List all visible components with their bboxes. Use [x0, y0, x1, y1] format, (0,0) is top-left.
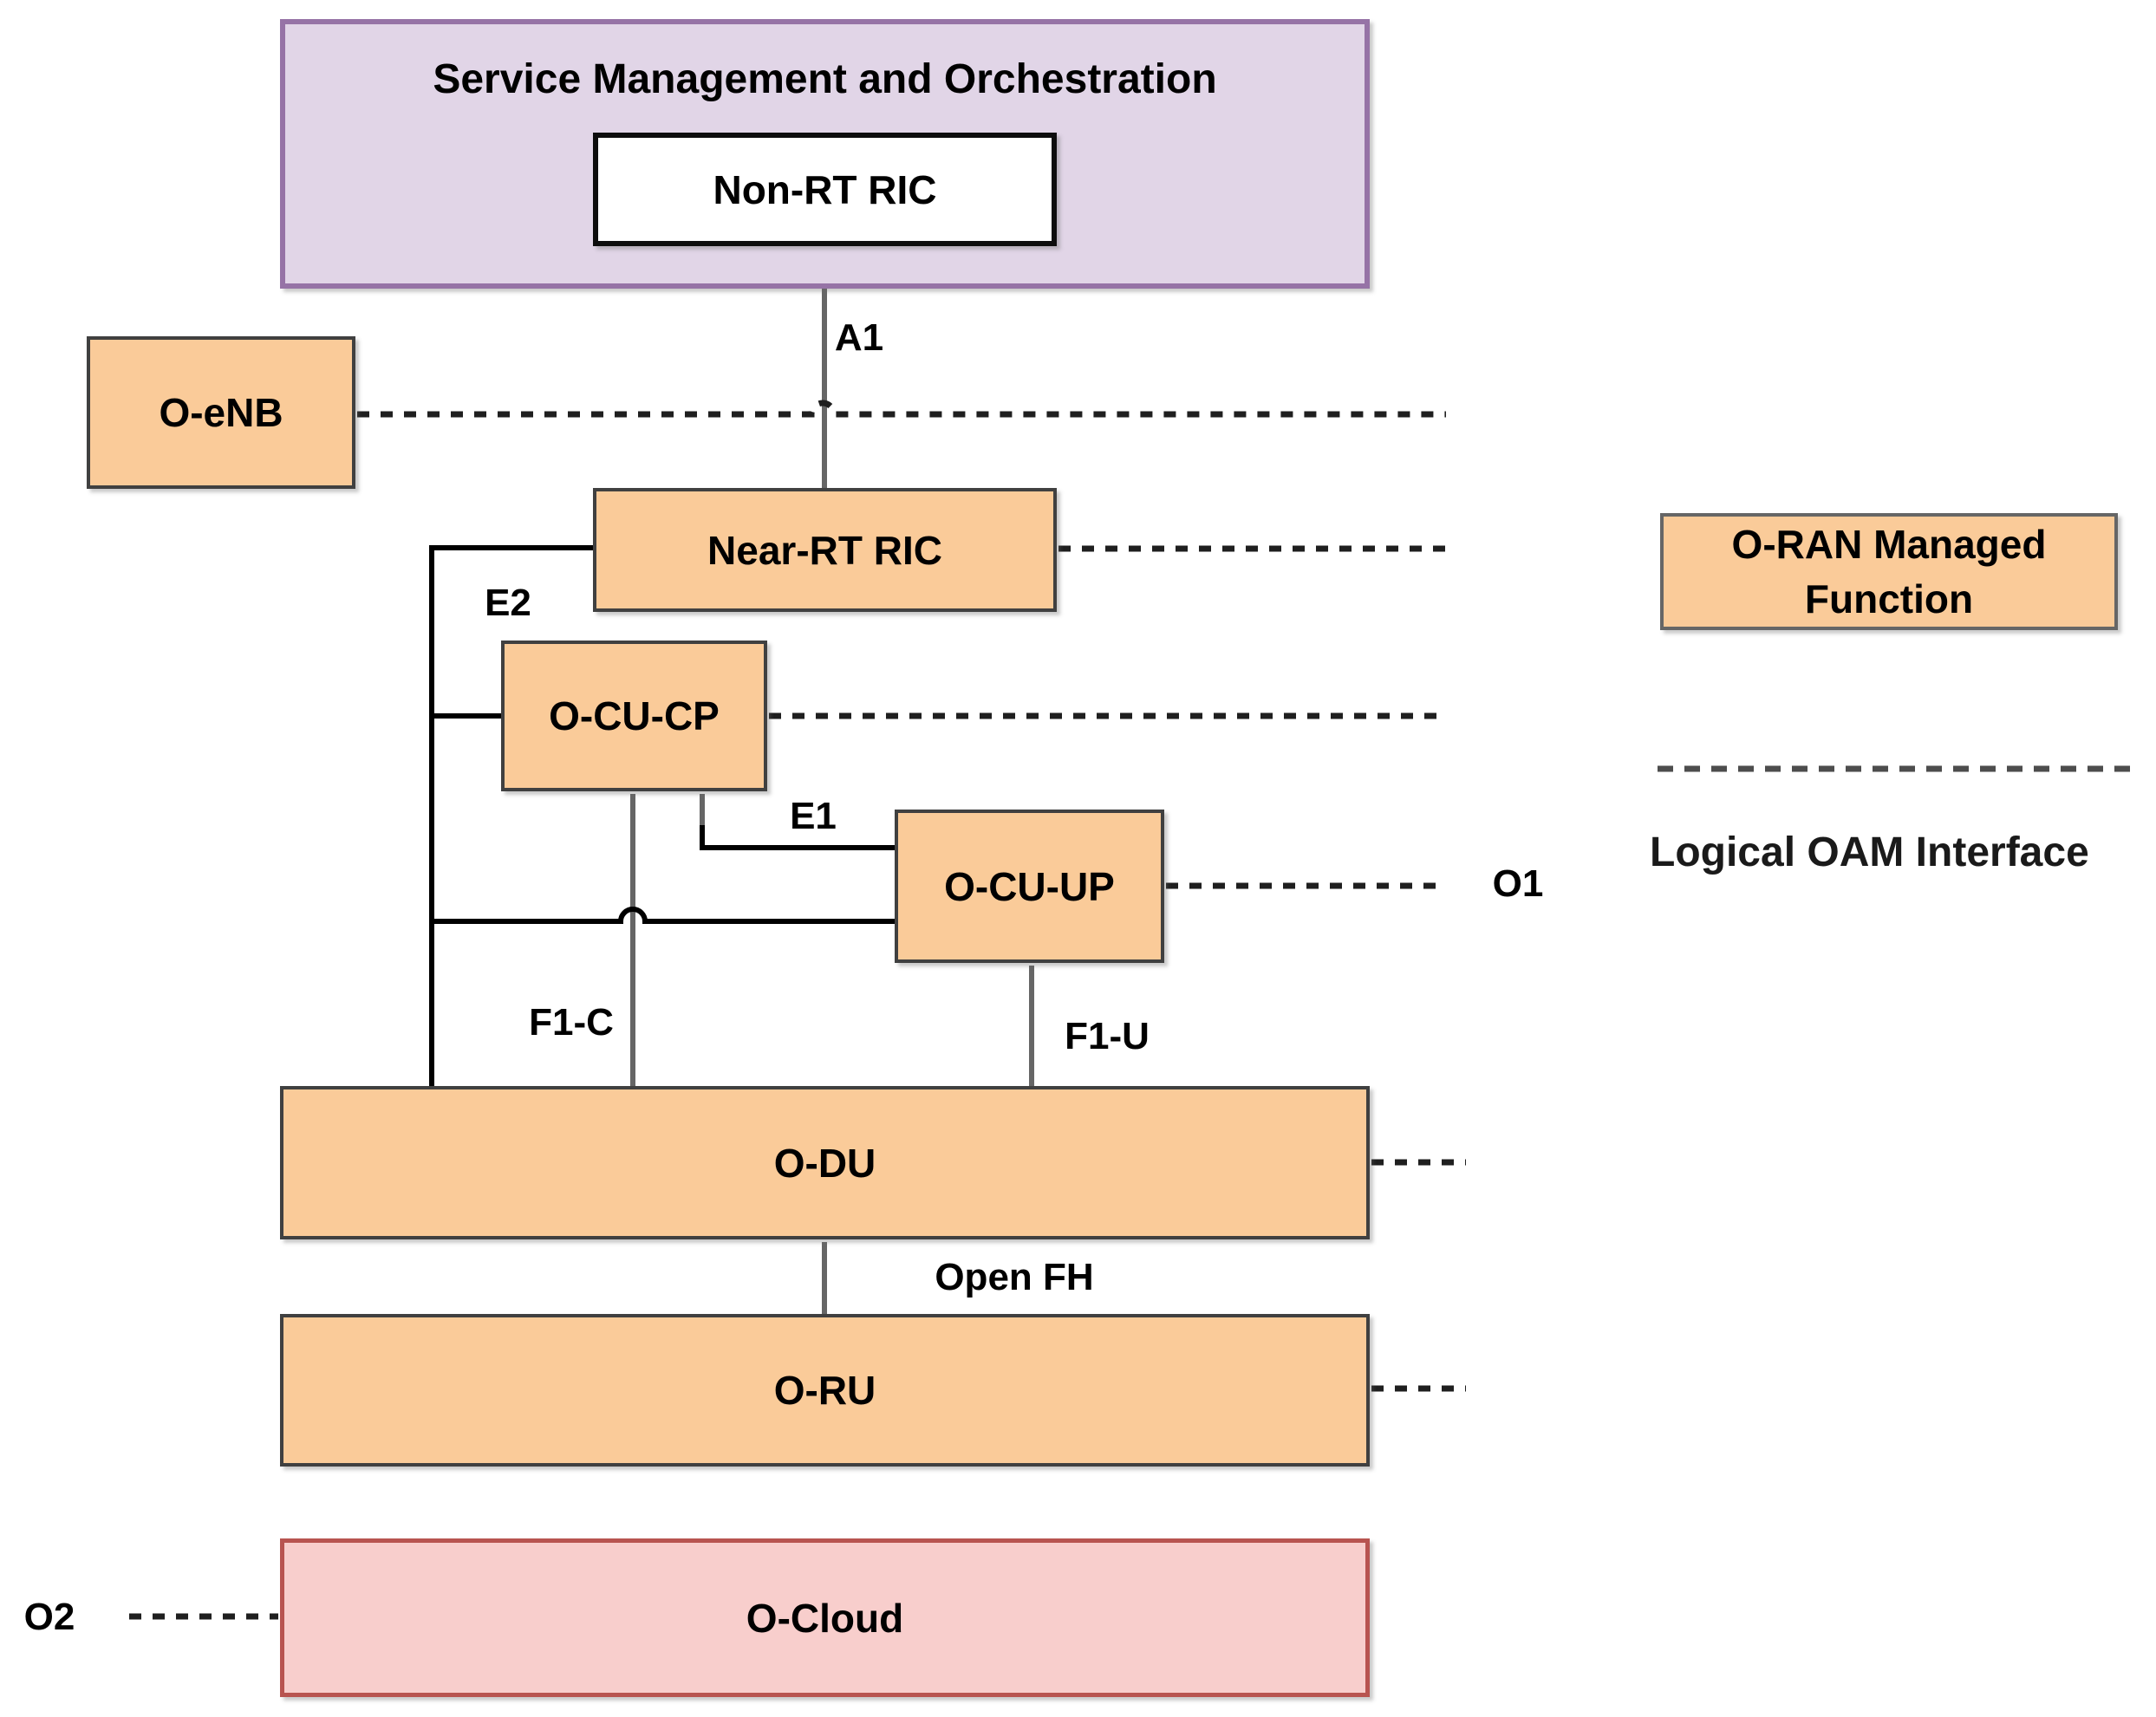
e2-connector-line [429, 545, 595, 1089]
o-cloud-label: O-Cloud [746, 1595, 904, 1641]
f1-c-interface-label: F1-C [529, 1001, 614, 1044]
near-rt-ric-label: Near-RT RIC [707, 527, 942, 573]
legend-oam-interface-label: Logical OAM Interface [1650, 829, 2089, 875]
smo-title: Service Management and Orchestration [433, 56, 1217, 102]
open-fh-interface-label: Open FH [935, 1256, 1094, 1298]
o-cloud-box: O-Cloud [280, 1538, 1370, 1697]
o-cu-cp-box: O-CU-CP [501, 641, 767, 791]
non-rt-ric-box: Non-RT RIC [593, 133, 1057, 246]
legend-managed-function-box: O-RAN Managed Function [1660, 513, 2118, 630]
e2-interface-label: E2 [485, 582, 531, 624]
o-du-label: O-DU [773, 1140, 876, 1186]
o-cu-up-box: O-CU-UP [895, 810, 1164, 963]
o2-interface-label: O2 [23, 1596, 75, 1638]
o-du-box: O-DU [280, 1086, 1370, 1239]
e2-to-o-cu-up-line [432, 907, 898, 924]
o-cu-up-label: O-CU-UP [944, 863, 1115, 909]
near-rt-ric-box: Near-RT RIC [593, 488, 1057, 612]
o-enb-box: O-eNB [87, 336, 355, 489]
non-rt-ric-label: Non-RT RIC [713, 166, 937, 212]
o-ru-label: O-RU [773, 1368, 876, 1413]
e1-interface-label: E1 [790, 795, 837, 837]
a1-interface-label: A1 [834, 316, 884, 359]
o-cu-cp-label: O-CU-CP [549, 693, 720, 738]
o1-interface-label: O1 [1492, 862, 1544, 905]
e1-connector-line [700, 825, 898, 850]
o-enb-label: O-eNB [159, 390, 283, 435]
legend-managed-function-label: O-RAN Managed Function [1731, 522, 2047, 621]
o-enb-oam-dashed-line [357, 400, 1446, 418]
f1-u-interface-label: F1-U [1065, 1015, 1150, 1057]
o-ru-box: O-RU [280, 1314, 1370, 1467]
